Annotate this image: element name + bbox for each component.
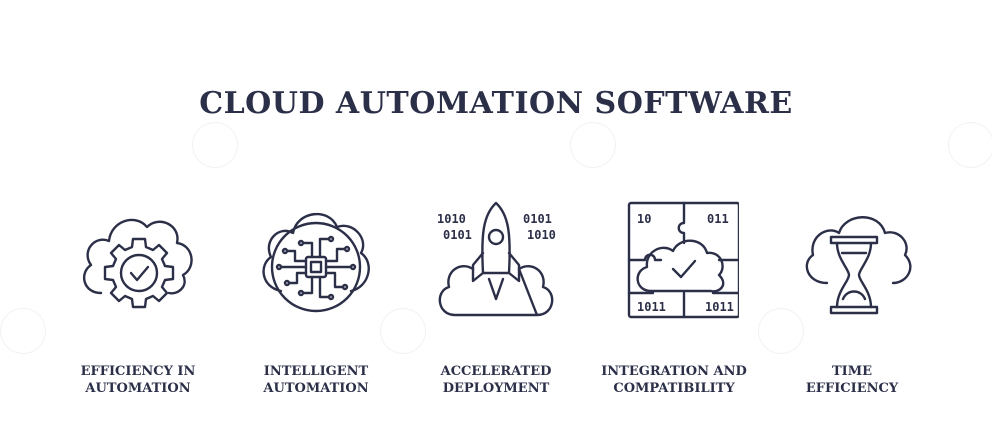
svg-text:1011: 1011 bbox=[705, 300, 734, 314]
watermark-mark bbox=[0, 308, 46, 354]
feature-label: INTELLIGENT AUTOMATION bbox=[263, 364, 369, 396]
feature-label: INTEGRATION AND COMPATIBILITY bbox=[601, 364, 747, 396]
feature-integration-and-compatibility: 10 011 1011 1011 INTEGRATION AND COMPATI… bbox=[584, 195, 764, 396]
svg-text:1011: 1011 bbox=[637, 300, 666, 314]
feature-label: EFFICIENCY IN AUTOMATION bbox=[80, 364, 196, 396]
watermark-mark bbox=[380, 308, 426, 354]
rocket-cloud-binary-icon: 1010 0101 0101 1010 bbox=[437, 201, 556, 317]
watermark-mark bbox=[570, 122, 616, 168]
feature-efficiency-in-automation: EFFICIENCY IN AUTOMATION bbox=[48, 195, 228, 396]
cloud-hourglass-icon bbox=[805, 216, 912, 315]
feature-label: TIME EFFICIENCY bbox=[805, 364, 899, 396]
watermark-mark bbox=[758, 308, 804, 354]
svg-text:1010: 1010 bbox=[527, 228, 556, 242]
watermark-mark bbox=[948, 122, 992, 168]
svg-text:0101: 0101 bbox=[523, 212, 552, 226]
svg-text:0101: 0101 bbox=[443, 228, 472, 242]
svg-text:10: 10 bbox=[637, 212, 651, 226]
cloud-gear-check-icon bbox=[82, 218, 193, 309]
svg-text:1010: 1010 bbox=[437, 212, 466, 226]
feature-intelligent-automation: INTELLIGENT AUTOMATION bbox=[226, 195, 406, 396]
feature-time-efficiency: TIME EFFICIENCY bbox=[762, 195, 942, 396]
feature-accelerated-deployment: 1010 0101 0101 1010 ACCELERATED DEPLOYME… bbox=[406, 195, 586, 396]
puzzle-cloud-check-icon: 10 011 1011 1011 bbox=[627, 201, 739, 319]
page-title: CLOUD AUTOMATION SOFTWARE bbox=[199, 86, 793, 121]
feature-label: ACCELERATED DEPLOYMENT bbox=[440, 364, 552, 396]
cloud-circuit-chip-icon bbox=[262, 212, 370, 313]
svg-text:011: 011 bbox=[707, 212, 729, 226]
watermark-mark bbox=[192, 122, 238, 168]
